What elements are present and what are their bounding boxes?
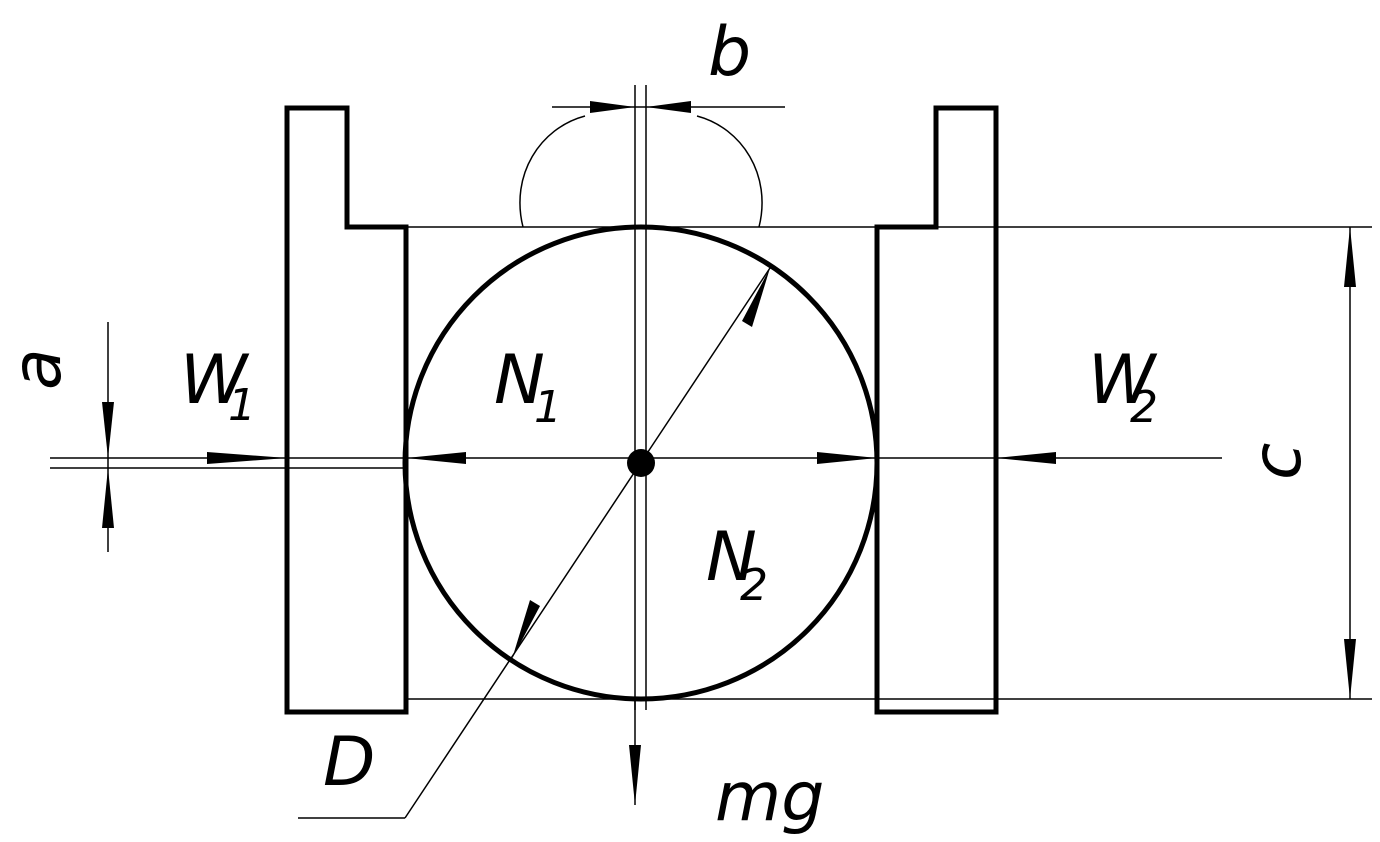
label-W2-sub: 2 (1130, 382, 1158, 433)
force-w1-arrow (207, 452, 287, 464)
label-W1-main: W (180, 341, 250, 420)
dimension-b-arrow-right (646, 101, 691, 113)
diameter-arrow-top (742, 268, 770, 327)
dimension-a-arrow-bottom (102, 468, 114, 528)
diameter-arrow-bottom (512, 600, 540, 659)
label-N2: N 2 (706, 518, 768, 611)
label-N2-main: N (706, 518, 757, 597)
label-W1-sub: 1 (228, 380, 256, 431)
force-mg-arrow (629, 745, 641, 805)
label-D: D (323, 723, 375, 802)
force-n1-arrow (406, 452, 466, 464)
label-W2: W 2 (1088, 341, 1158, 433)
center-point (627, 449, 655, 477)
label-N1: N 1 (494, 341, 562, 433)
dimension-a-arrow-top (102, 402, 114, 458)
diameter-line (404, 267, 771, 819)
force-n2-arrow (817, 452, 877, 464)
dimension-c-arrow-bottom (1344, 639, 1356, 699)
label-a: a (0, 348, 77, 390)
label-N1-sub: 1 (534, 382, 562, 433)
label-N2-sub: 2 (740, 560, 768, 611)
left-wall (284, 105, 409, 715)
label-mg: mg (715, 758, 824, 837)
force-w2-arrow (996, 452, 1056, 464)
label-c: c (1238, 443, 1317, 480)
arc-right (696, 115, 763, 228)
dimension-c-arrow-top (1344, 227, 1356, 287)
right-wall (874, 105, 999, 715)
arc-left (519, 115, 586, 228)
label-N1-main: N (494, 341, 545, 420)
label-W2-main: W (1088, 341, 1158, 420)
label-b: b (708, 13, 751, 92)
label-W1: W 1 (180, 341, 256, 431)
dimension-b-arrow-left (590, 101, 635, 113)
